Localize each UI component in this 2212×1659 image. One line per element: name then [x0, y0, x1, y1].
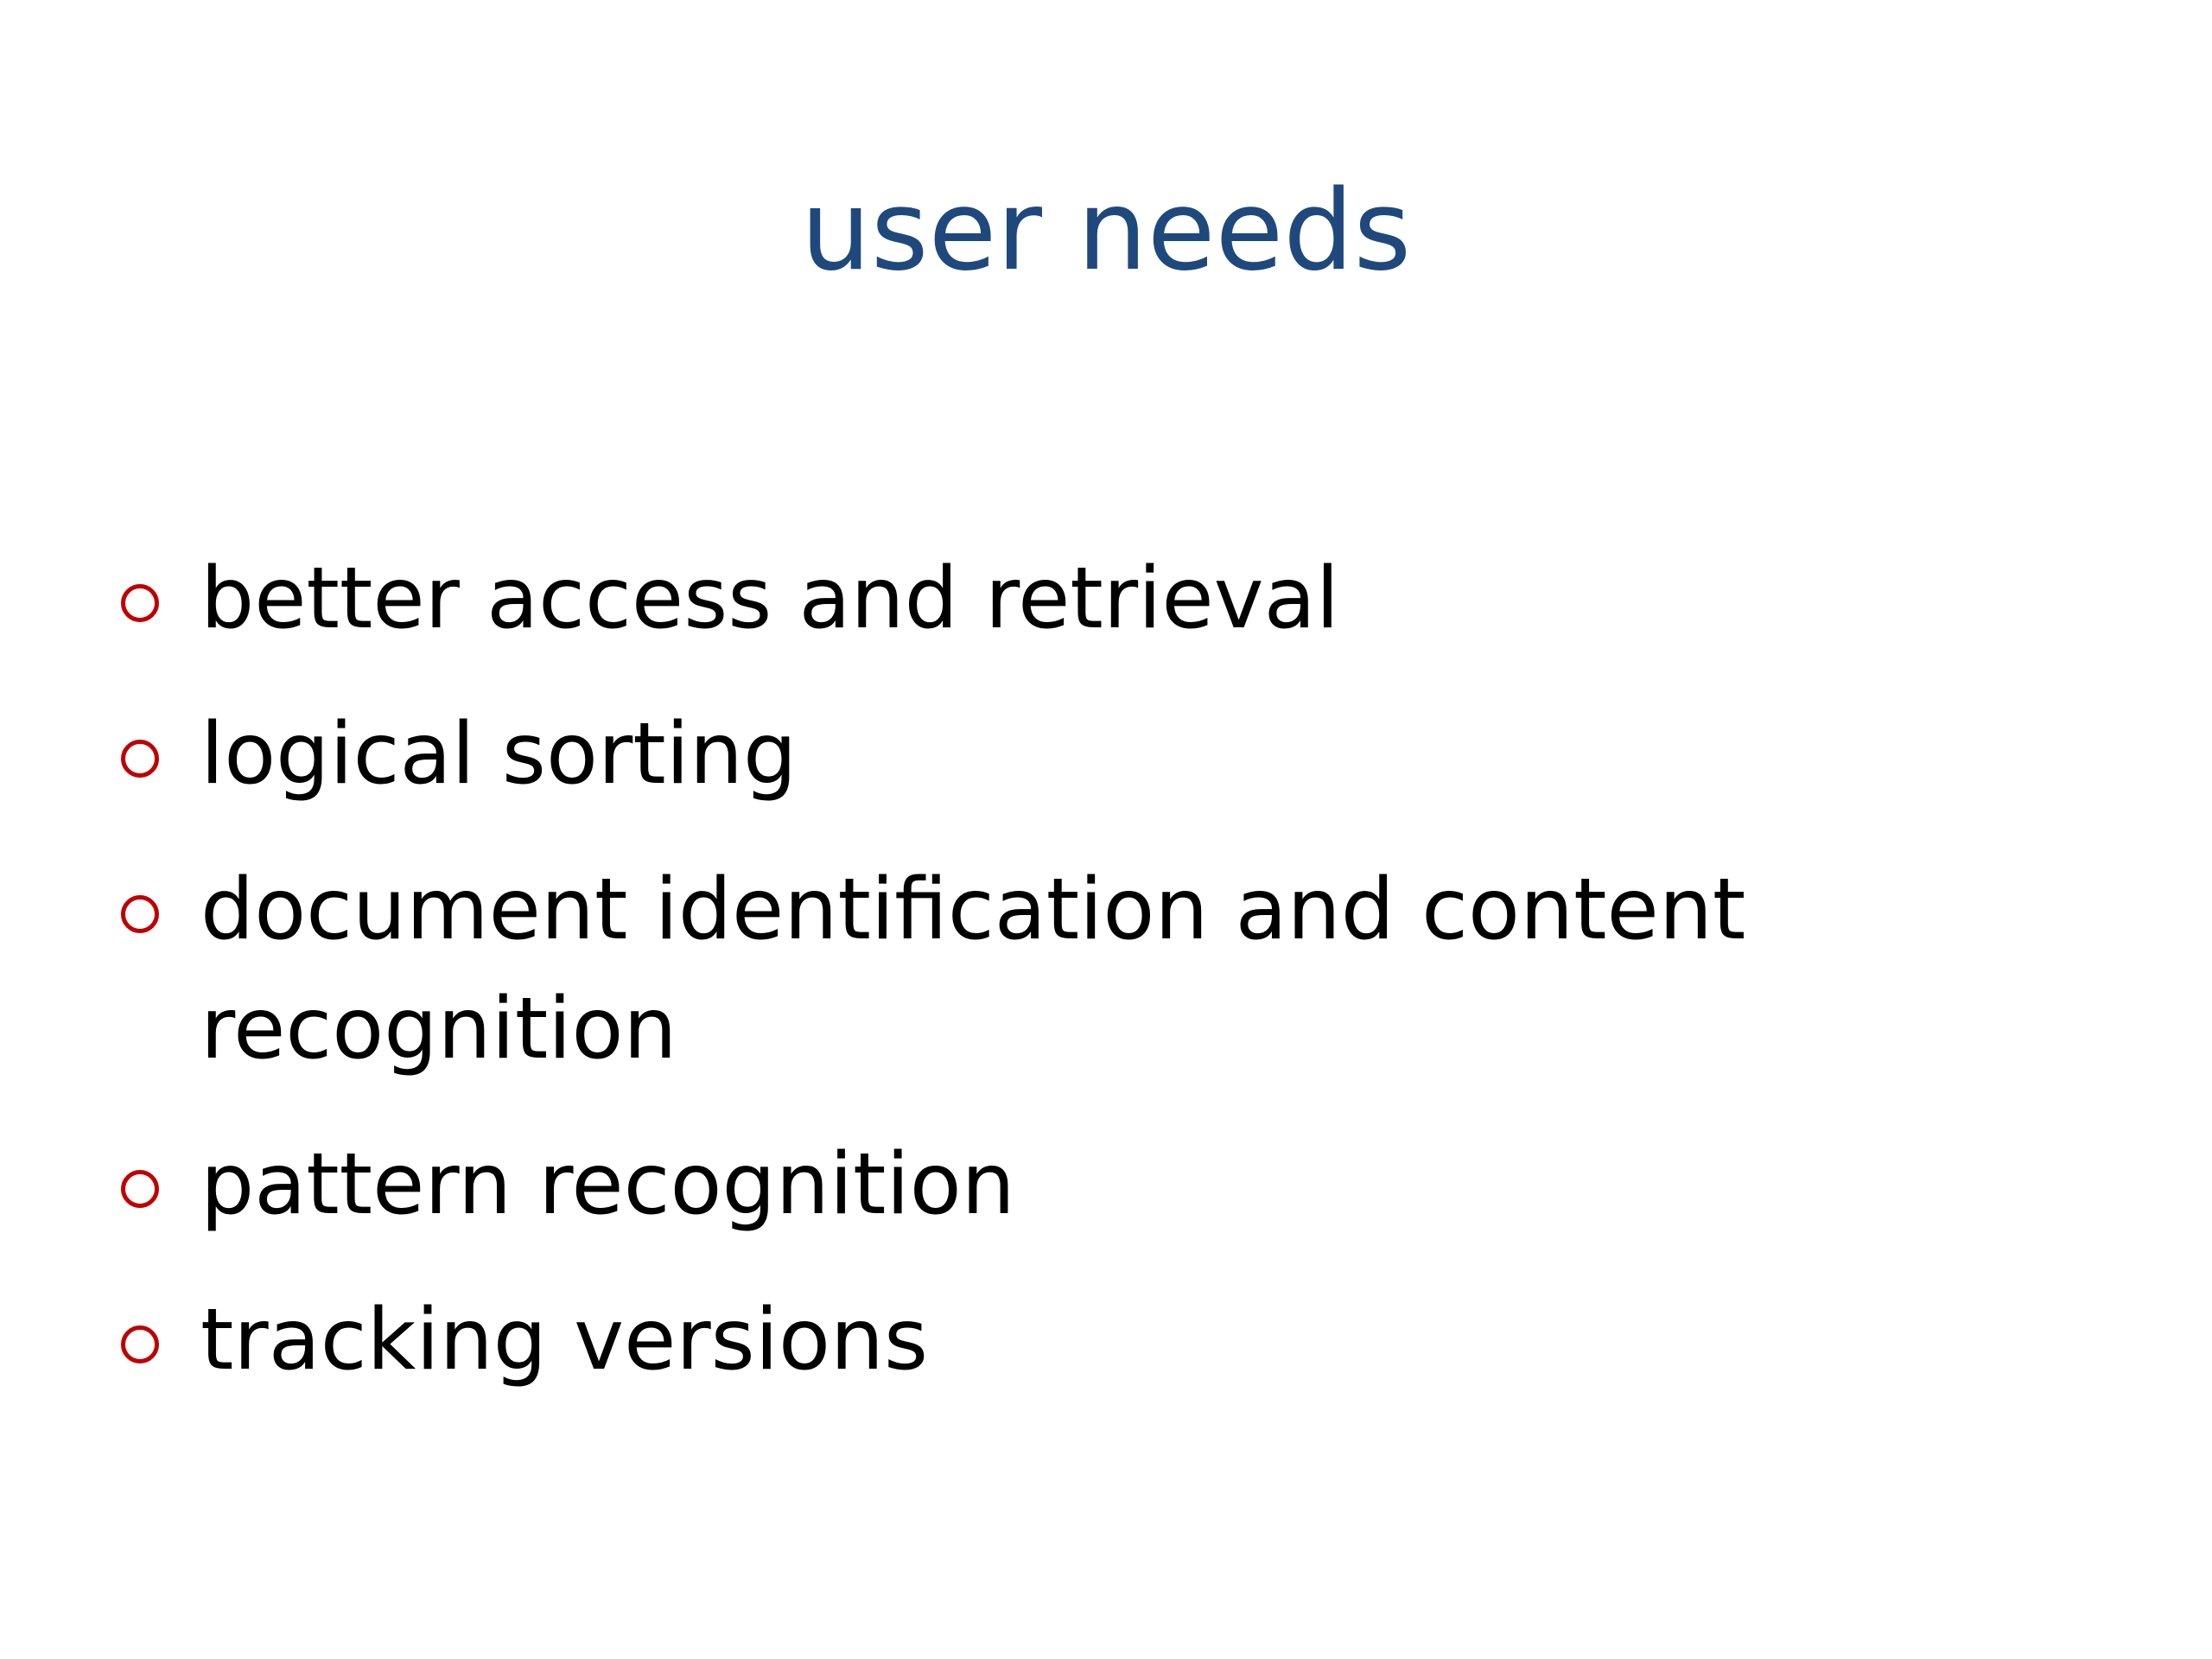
- hollow-circle-icon: [121, 1325, 159, 1363]
- bullet-text: document identification and content reco…: [200, 861, 1746, 1078]
- bullet-text: tracking versions: [200, 1291, 929, 1389]
- hollow-circle-icon: [121, 740, 159, 778]
- bullet-text: better access and retrieval: [200, 550, 1339, 648]
- bullet-item: document identification and content reco…: [121, 850, 2022, 1089]
- hollow-circle-icon: [121, 1170, 159, 1208]
- slide-title: user needs: [800, 167, 1412, 296]
- bullet-list: better access and retrieval logical sort…: [121, 539, 2022, 1436]
- bullet-item: logical sorting: [121, 695, 2022, 814]
- bullet-item: better access and retrieval: [121, 539, 2022, 658]
- bullet-item: tracking versions: [121, 1281, 2022, 1400]
- hollow-circle-icon: [121, 584, 159, 622]
- bullet-item: pattern recognition: [121, 1125, 2022, 1244]
- bullet-text: logical sorting: [200, 705, 798, 804]
- bullet-text: pattern recognition: [200, 1135, 1015, 1234]
- hollow-circle-icon: [121, 895, 159, 933]
